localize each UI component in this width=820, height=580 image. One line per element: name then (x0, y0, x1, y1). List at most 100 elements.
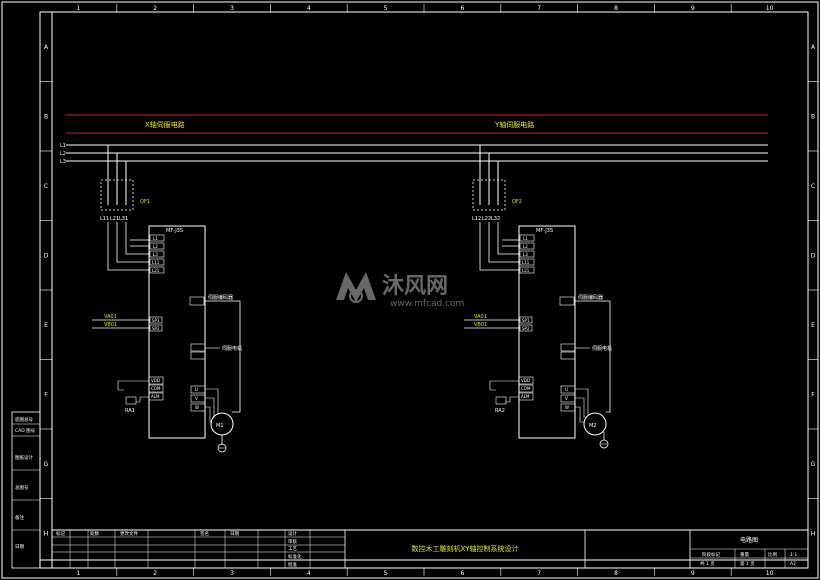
column-label: 7 (537, 570, 541, 577)
signal-pin-box (149, 316, 163, 324)
column-label: 10 (766, 570, 774, 577)
watermark-brand: 沐风网 (382, 274, 448, 299)
relay-coil (495, 396, 507, 405)
driver-model: MF-J3S (536, 228, 553, 234)
breaker-qf2 (472, 179, 506, 211)
column-label: 5 (384, 5, 388, 12)
pin-label: L1 (523, 236, 528, 241)
driver-model: MF-J3S (166, 228, 183, 234)
stage-label: 阶段标记 (702, 551, 720, 558)
role-label: 设计 (288, 530, 297, 537)
feed-wire-3 (125, 222, 150, 255)
side-panel-label: CAD 图号 (15, 428, 36, 434)
pin-box (519, 234, 535, 242)
row-label: D (811, 252, 816, 259)
relay-wire-1 (117, 380, 149, 391)
sheet-current: 第 1 页 (740, 560, 755, 567)
relay-label: RA2 (495, 408, 505, 414)
pin-box (519, 266, 535, 274)
cn-pin-label: COM (151, 386, 161, 391)
feed-wire-2 (116, 222, 150, 263)
servo-out-pin (190, 351, 206, 360)
encoder-wire (204, 300, 241, 413)
rev-header: 更改文件 (120, 530, 138, 537)
row-label: H (44, 530, 49, 537)
project-title: 数控木工雕刻机XY轴控制系统设计 (411, 544, 518, 553)
cn-pin-label: ALM (151, 394, 160, 399)
y-axis-circuit-title: Y轴伺服电路 (494, 120, 534, 129)
breaker-qf1 (100, 179, 134, 211)
column-label: 6 (460, 570, 464, 577)
encoder-label: 伺服编码器 (208, 294, 233, 301)
signal-pin-label: SP2 (152, 326, 160, 331)
column-label: 8 (614, 570, 618, 577)
column-label: 5 (384, 570, 388, 577)
uvw-pin-box (190, 403, 206, 412)
cn-pin-box (148, 392, 164, 401)
breaker-label: QF2 (512, 199, 522, 205)
motor-wire-v (575, 397, 585, 418)
side-panel-label: 总图号 (15, 484, 29, 491)
uvw-pin-label: U (565, 387, 568, 392)
watermark: 沐风网 www.mfcad.com (336, 272, 464, 309)
uvw-pin-box (190, 394, 206, 403)
breaker-terminal-2: L22 (482, 216, 491, 222)
servo-out-pin (560, 343, 576, 352)
row-label: F (44, 391, 48, 398)
column-label: 3 (230, 570, 234, 577)
relay-wire-2 (136, 396, 149, 403)
pin-label: L11 (522, 260, 530, 265)
column-label: 1 (76, 570, 80, 577)
ground-icon (599, 439, 609, 449)
column-label: 8 (614, 5, 618, 12)
breaker-terminal-3: L32 (491, 216, 500, 222)
encoder-label: 伺服编码器 (578, 294, 603, 301)
watermark-logo-icon (336, 272, 376, 303)
uvw-pin-label: V (195, 396, 198, 401)
cn-pin-box (148, 384, 164, 393)
sheet-total: 共 1 页 (700, 560, 715, 567)
cn-pin-label: VDD (521, 378, 530, 383)
phase-label-l2: L2 (60, 151, 66, 157)
motor-label: M1 (216, 423, 224, 429)
rev-header: 处数 (90, 530, 99, 537)
column-label: 4 (307, 5, 311, 12)
feed-wire-3 (497, 222, 520, 255)
breaker-terminal-1: L12 (472, 216, 481, 222)
phase-label-l1: L1 (60, 143, 66, 149)
watermark-url: www.mfcad.com (390, 299, 464, 309)
uvw-pin-box (560, 394, 576, 403)
signal-pin-label: SP2 (522, 326, 530, 331)
motor-label: M2 (589, 423, 597, 429)
uvw-pin-label: U (195, 387, 198, 392)
x-axis-circuit: QF1 L11 L21 L31 MF-J3S L1 L2 L3 L11 L21 … (92, 145, 242, 453)
title-block: 标记 处数 更改文件 签名 日期 设计 审核 工艺 标准化 批准 数控木工雕刻机… (51, 529, 809, 569)
side-panel-label: 日期 (15, 544, 24, 550)
row-label: A (44, 44, 49, 51)
cn-pin-box (518, 392, 534, 401)
side-panel: 底图总号 CAD 图号 图纸设计 总图号 备注 日期 (11, 411, 41, 569)
signal-pin-box (519, 324, 533, 332)
servo-driver-box (518, 225, 576, 439)
driver-input-pins: L1 L2 L3 L11 L21 (149, 234, 165, 274)
encoder-wire (574, 300, 611, 413)
role-label: 工艺 (288, 546, 297, 552)
relay-coil (125, 396, 137, 405)
uvw-pin-box (190, 385, 206, 394)
row-label: B (811, 113, 815, 120)
feed-wire-1 (479, 222, 520, 271)
role-label: 批准 (288, 561, 297, 568)
feed-wire-2 (488, 222, 520, 263)
motor-wire-u (575, 388, 589, 415)
rev-header: 签名 (200, 530, 209, 537)
row-label: F (811, 391, 815, 398)
feed-wire-1 (107, 222, 150, 271)
pin-box (149, 266, 165, 274)
signal-pin-label: SP1 (152, 318, 160, 323)
rev-header: 标记 (56, 530, 65, 537)
pin-box (519, 250, 535, 258)
